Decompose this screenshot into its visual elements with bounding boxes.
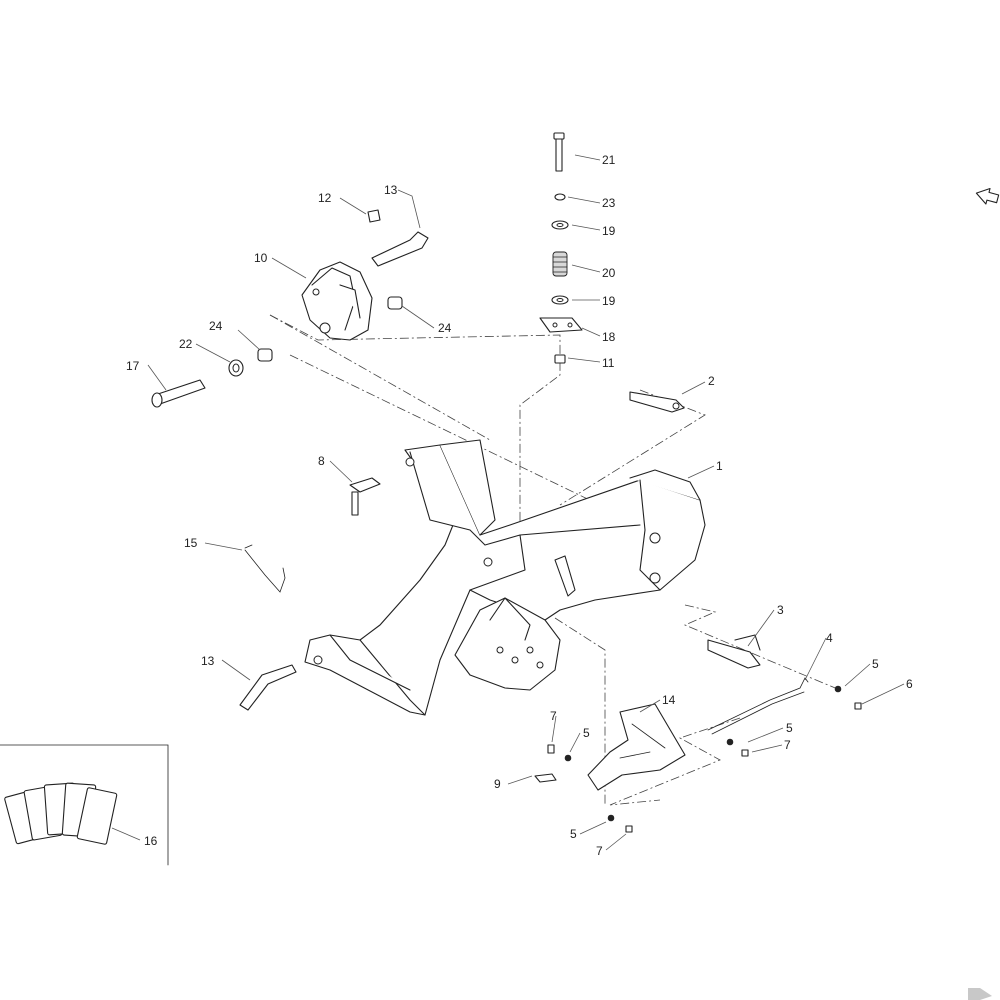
- callout-13-lower: 13: [201, 654, 215, 668]
- callout-13-upper: 13: [384, 183, 398, 197]
- leader-lines: [111, 154, 905, 851]
- callout-10: 10: [254, 251, 268, 265]
- callout-14: 14: [662, 693, 676, 707]
- small-parts: [151, 132, 862, 833]
- callout-17: 17: [126, 359, 140, 373]
- callout-2: 2: [708, 374, 715, 388]
- callout-22: 22: [179, 337, 193, 351]
- callout-labels: 21 23 19 20 19 18 11 2 1 12 13 10 24 24 …: [126, 153, 913, 858]
- assembly-lines: [269, 314, 841, 806]
- callout-15: 15: [184, 536, 198, 550]
- callout-24-left: 24: [209, 319, 223, 333]
- decal-sheet-panel: [0, 744, 169, 866]
- callout-19-lower: 19: [602, 294, 616, 308]
- callout-21: 21: [602, 153, 616, 167]
- callout-7-bottom: 7: [596, 844, 603, 858]
- callout-12: 12: [318, 191, 332, 205]
- callout-19-upper: 19: [602, 224, 616, 238]
- callout-5-right: 5: [872, 657, 879, 671]
- callout-5-left: 5: [583, 726, 590, 740]
- callout-1: 1: [716, 459, 723, 473]
- callout-11: 11: [602, 356, 615, 370]
- callout-24-right: 24: [438, 321, 452, 335]
- callout-7-mid: 7: [784, 738, 791, 752]
- brand-k-logo: [968, 988, 992, 1000]
- pivot-bracket-part: [301, 261, 373, 341]
- callout-8: 8: [318, 454, 325, 468]
- callout-5-bottom: 5: [570, 827, 577, 841]
- arrow-right-outline-icon[interactable]: [974, 185, 1000, 206]
- callout-3: 3: [777, 603, 784, 617]
- callout-5-mid: 5: [786, 721, 793, 735]
- callout-18: 18: [602, 330, 616, 344]
- callout-4: 4: [826, 631, 833, 645]
- main-frame-part: [304, 439, 706, 716]
- callout-16: 16: [144, 834, 158, 848]
- callout-23: 23: [602, 196, 616, 210]
- callout-20: 20: [602, 266, 616, 280]
- callout-9: 9: [494, 777, 501, 791]
- callout-6: 6: [906, 677, 913, 691]
- callout-7-left: 7: [550, 709, 557, 723]
